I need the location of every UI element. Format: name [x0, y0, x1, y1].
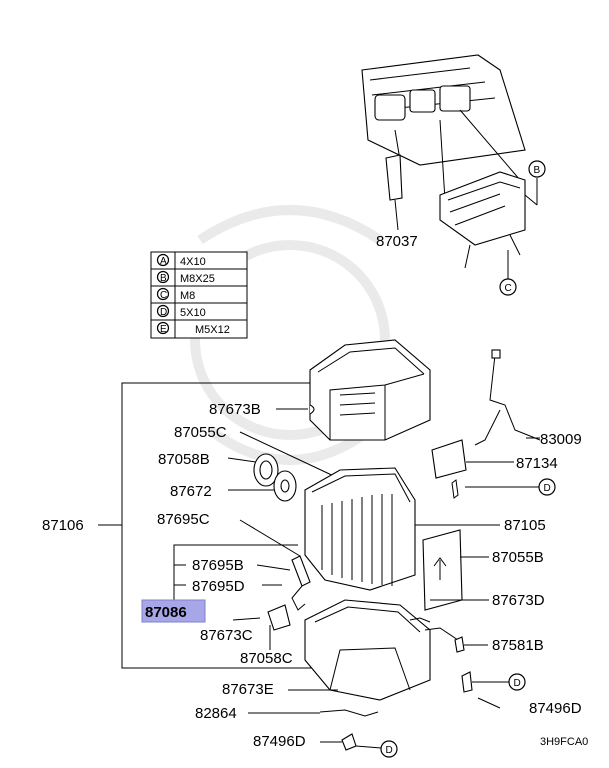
filter-panel: [422, 529, 463, 611]
watermark-logo: [190, 205, 390, 465]
label-87673e: 87673E: [222, 681, 274, 698]
label-87055b: 87055B: [492, 549, 544, 566]
fastener-table: A 4X10 B M8X25 C M8 D 5X10 E M5X12: [150, 251, 248, 339]
table-spec-e: M5X12: [195, 324, 230, 336]
table-spec-b: M8X25: [180, 273, 215, 285]
label-87105: 87105: [504, 517, 546, 534]
callout-d-right-lower: D: [508, 673, 526, 691]
relay-87134: [431, 439, 467, 479]
label-87106: 87106: [42, 517, 84, 534]
evaporator-core: [304, 467, 416, 591]
table-key-d: D: [160, 307, 167, 318]
label-87695b: 87695B: [192, 557, 244, 574]
label-87695c: 87695C: [157, 511, 210, 528]
lower-case: [304, 599, 431, 701]
table-key-b: B: [160, 273, 167, 284]
label-87695d: 87695D: [192, 578, 245, 595]
label-87673c: 87673C: [200, 627, 253, 644]
label-87673d: 87673D: [492, 592, 545, 609]
label-83009: 83009: [540, 431, 582, 448]
label-87058b: 87058B: [158, 451, 210, 468]
dashboard-illustration: [361, 54, 538, 269]
label-87496d-right: 87496D: [529, 700, 582, 717]
callout-d-right: D: [538, 478, 556, 496]
callout-b-top: B: [528, 160, 546, 178]
table-key-a: A: [160, 256, 167, 267]
wiring-harness: [474, 349, 541, 446]
table-spec-d: 5X10: [180, 307, 206, 319]
table-spec-c: M8: [180, 290, 195, 302]
label-87134: 87134: [516, 455, 558, 472]
seal-ring: [253, 453, 279, 487]
svg-text:D: D: [544, 483, 551, 494]
label-87672: 87672: [170, 483, 212, 500]
svg-text:D: D: [386, 745, 393, 756]
blower-disc: [273, 470, 297, 502]
svg-text:D: D: [514, 678, 521, 689]
table-key-c: C: [160, 290, 167, 301]
label-87496d-bottom: 87496D: [253, 733, 306, 750]
label-87581b: 87581B: [492, 637, 544, 654]
clip-87673c: [267, 604, 291, 631]
table-key-e: E: [160, 324, 167, 335]
highlight-87086: [141, 599, 206, 623]
label-87673b: 87673B: [209, 401, 261, 418]
svg-text:C: C: [505, 283, 512, 294]
clip-87673b: [309, 404, 315, 415]
label-87037: 87037: [376, 233, 418, 250]
thermistor: [291, 555, 311, 611]
callout-d-bottom: D: [380, 740, 398, 758]
label-87058c: 87058C: [240, 650, 293, 667]
upper-housing: [309, 339, 431, 441]
label-82864: 82864: [195, 705, 237, 722]
label-87086[interactable]: 87086: [145, 604, 187, 621]
callout-c: C: [499, 278, 517, 296]
table-spec-a: 4X10: [180, 256, 206, 268]
label-87055c: 87055C: [174, 424, 227, 441]
svg-text:B: B: [534, 165, 541, 176]
diagram-code: 3H9FCA0: [540, 736, 588, 748]
